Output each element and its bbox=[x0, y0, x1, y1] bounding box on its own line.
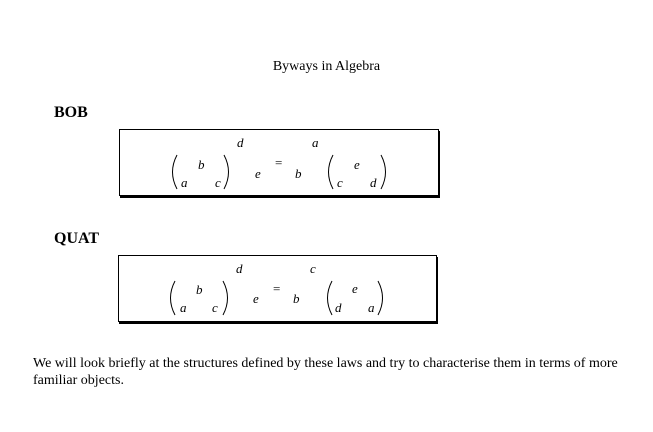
lhs-matrix-top: b bbox=[198, 157, 205, 172]
lhs-base: e bbox=[253, 291, 259, 306]
lhs-matrix-bottom-right: c bbox=[212, 300, 218, 315]
law-formula-bob: b a c d e = a b e c d bbox=[172, 135, 386, 190]
left-paren-icon bbox=[170, 280, 176, 316]
lhs-matrix-top: b bbox=[196, 282, 203, 297]
right-paren-icon bbox=[380, 154, 386, 190]
left-paren-icon bbox=[327, 280, 333, 316]
lhs-matrix-bottom-left: a bbox=[180, 300, 187, 315]
equals-sign: = bbox=[273, 281, 280, 296]
lhs-exponent: d bbox=[236, 261, 243, 276]
description-paragraph: We will look briefly at the structures d… bbox=[33, 356, 618, 388]
page-title: Byways in Algebra bbox=[272, 59, 381, 74]
rhs-matrix-bottom-left: d bbox=[335, 300, 342, 315]
law-box-bob: b a c d e = a b e c d bbox=[119, 129, 439, 196]
rhs-matrix-bottom-right: a bbox=[368, 300, 375, 315]
law-formula-quat: b a c d e = c b e d a bbox=[170, 261, 383, 316]
rhs-matrix-bottom-left: c bbox=[337, 175, 343, 190]
equals-sign: = bbox=[275, 155, 282, 170]
lhs-exponent: d bbox=[237, 135, 244, 150]
rhs-base: b bbox=[295, 166, 302, 181]
law-box-quat: b a c d e = c b e d a bbox=[118, 255, 437, 322]
right-paren-icon bbox=[223, 154, 229, 190]
rhs-exponent: c bbox=[310, 261, 316, 276]
lhs-base: e bbox=[255, 166, 261, 181]
rhs-matrix-top: e bbox=[352, 281, 358, 296]
law-name-quat: QUAT bbox=[54, 230, 100, 247]
left-paren-icon bbox=[172, 154, 178, 190]
right-paren-icon bbox=[377, 280, 383, 316]
lhs-matrix-bottom-right: c bbox=[215, 175, 221, 190]
rhs-exponent: a bbox=[312, 135, 319, 150]
right-paren-icon bbox=[222, 280, 228, 316]
lhs-matrix-bottom-left: a bbox=[181, 175, 188, 190]
law-name-bob: BOB bbox=[54, 104, 88, 121]
rhs-base: b bbox=[293, 291, 300, 306]
left-paren-icon bbox=[328, 154, 334, 190]
rhs-matrix-bottom-right: d bbox=[370, 175, 377, 190]
rhs-matrix-top: e bbox=[354, 157, 360, 172]
